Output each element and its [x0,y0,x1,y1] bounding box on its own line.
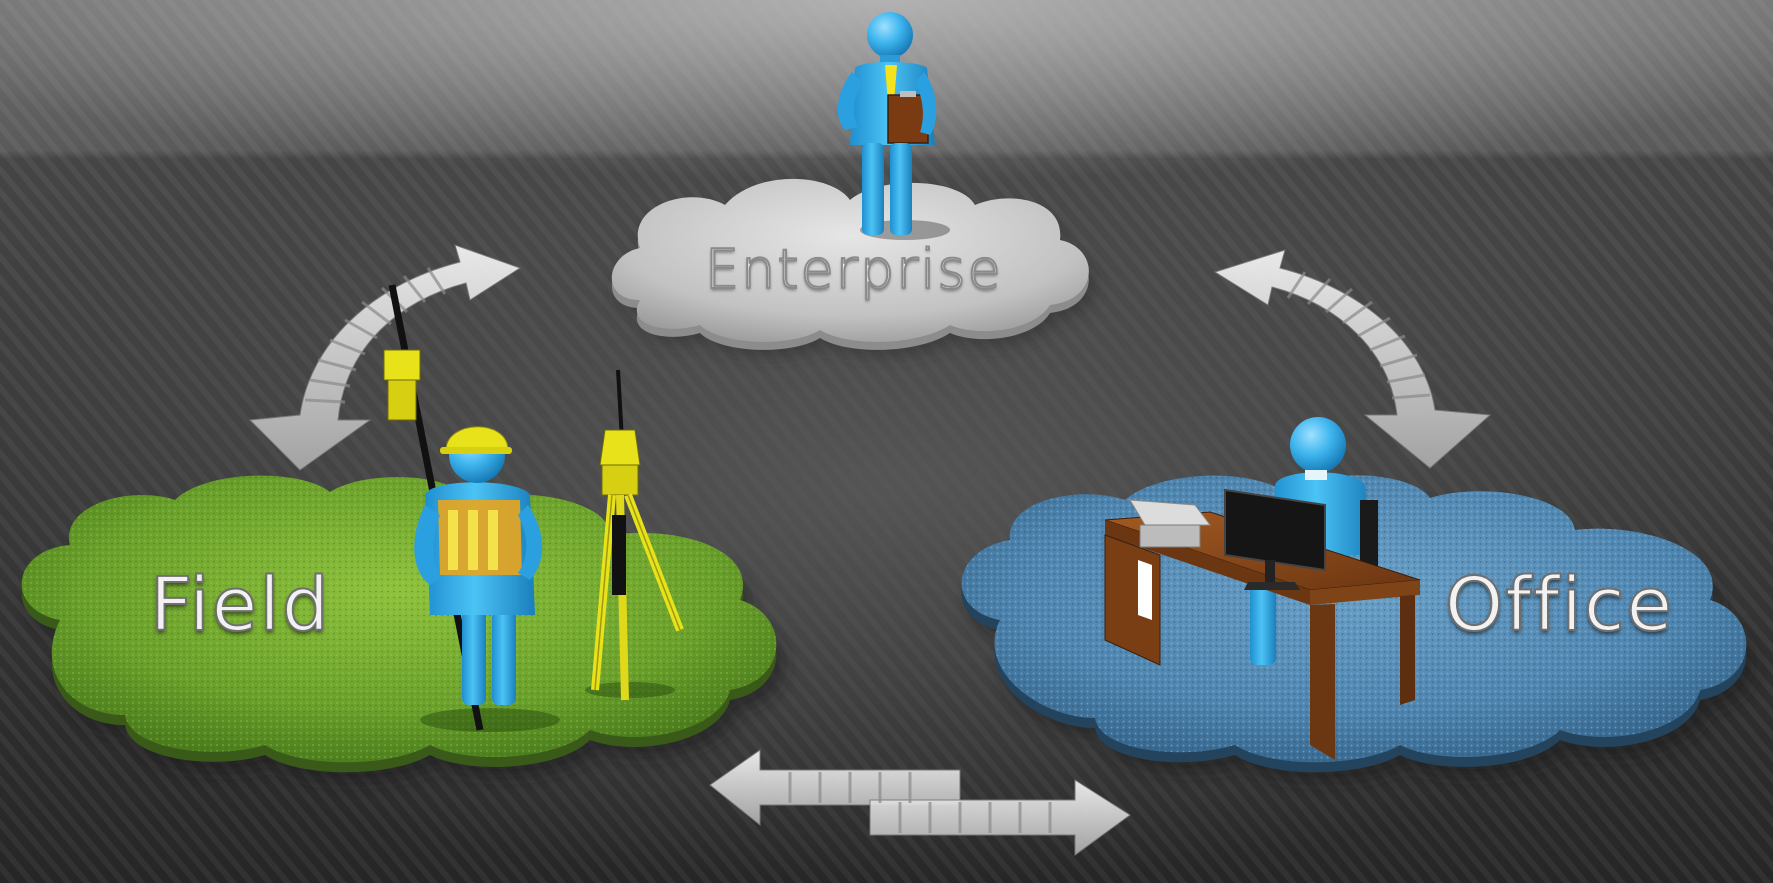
bidirectional-arrow-icon [248,244,522,471]
field-grass-cloud [21,475,785,783]
manager-with-clipboard-figure-icon [837,12,950,240]
field-label: Field [149,561,331,649]
enterprise-label: Enterprise [704,237,1003,302]
bidirectional-arrow-icon [709,749,1131,856]
surveyor-with-gnss-pole-figure-icon [383,284,560,732]
enterprise-cloud [611,178,1095,356]
office-carpet-cloud [961,475,1755,783]
gnss-receiver-on-tripod-icon [585,369,684,701]
office-worker-at-desk-figure-icon [1104,417,1421,760]
office-label: Office [1444,561,1675,649]
bidirectional-arrow-icon [1213,249,1492,469]
